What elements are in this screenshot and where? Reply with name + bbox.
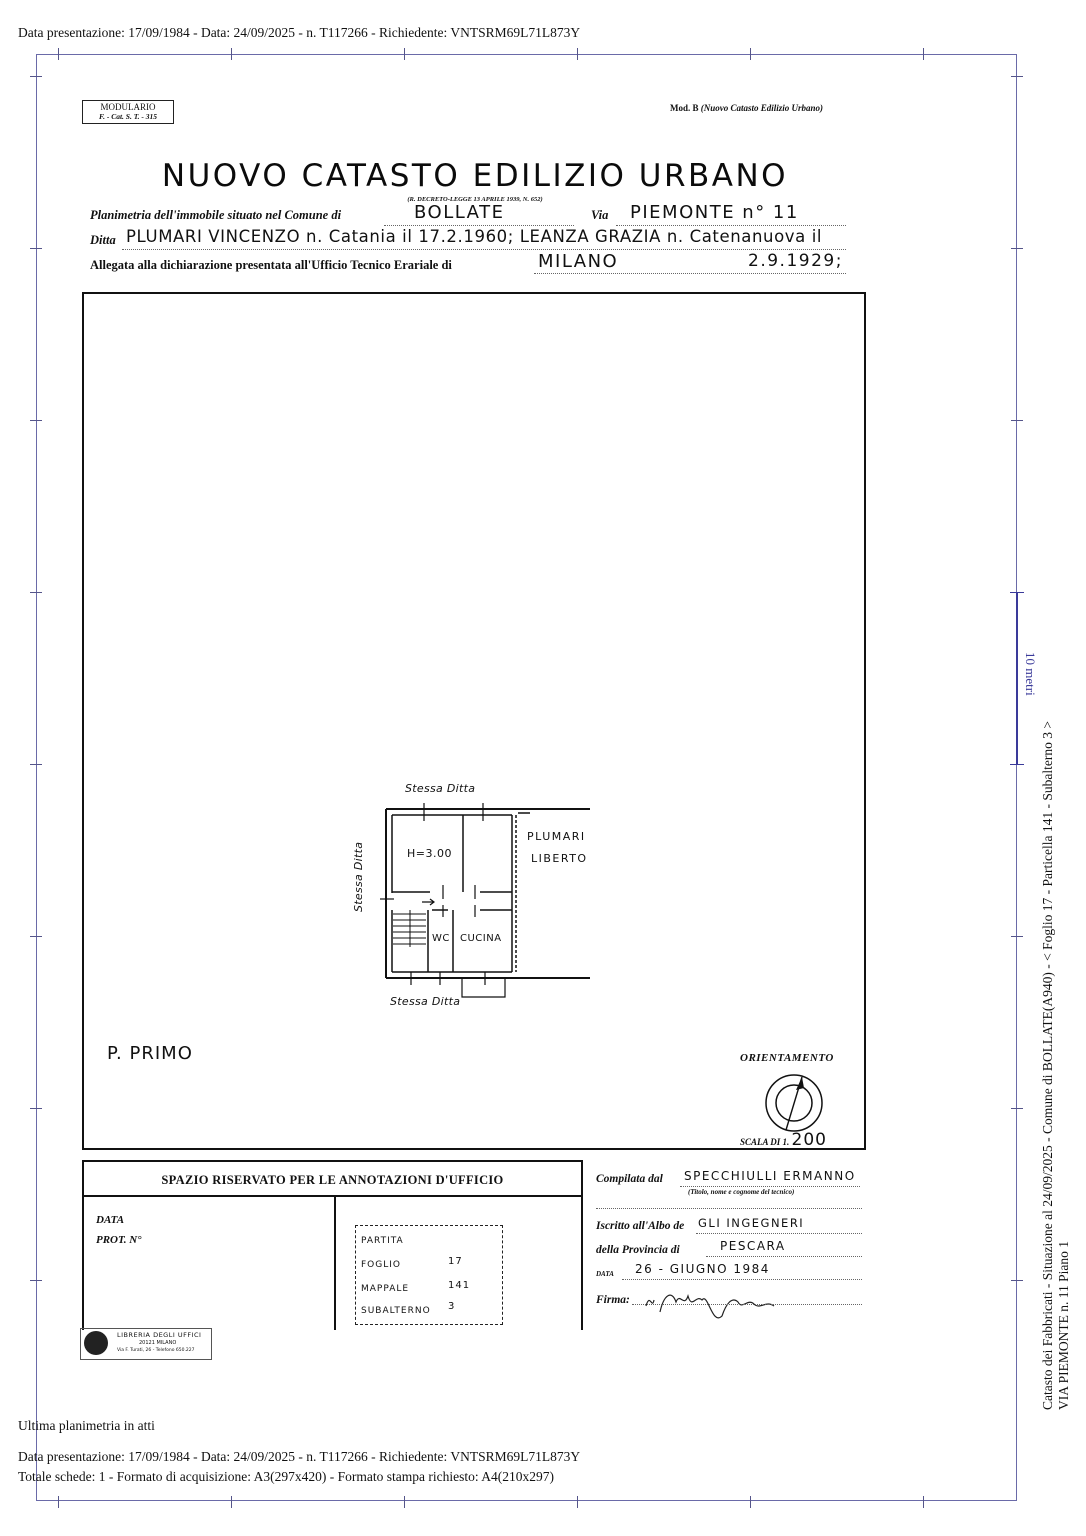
publisher-logo-icon — [84, 1331, 108, 1355]
cadastral-stamp: PARTITA FOGLIO 17 MAPPALE 141 SUBALTERNO… — [355, 1225, 503, 1325]
publisher-line1: LIBRERIA DEGLI UFFICI — [117, 1331, 202, 1339]
stamp-subalterno-label: SUBALTERNO — [361, 1306, 431, 1316]
plan-label-top: Stessa Ditta — [405, 782, 476, 795]
comune-value: BOLLATE — [414, 202, 505, 223]
scale-bar-cap-top — [1010, 592, 1024, 593]
ditta-label-text: Ditta — [90, 233, 116, 247]
albo-value: GLI INGEGNERI — [698, 1216, 805, 1230]
modulario-line1: MODULARIO — [100, 102, 156, 112]
provincia-label: della Provincia di — [596, 1244, 680, 1256]
via-value: PIEMONTE n° 11 — [630, 202, 799, 223]
plan-neighbor-line1: PLUMARI — [527, 830, 586, 843]
floor-label: P. PRIMO — [107, 1043, 193, 1064]
stamp-mappale-label: MAPPALE — [361, 1284, 410, 1294]
via-label: Via — [591, 208, 608, 223]
side-caption-line2: VIA PIEMONTE n. 11 Piano 1 — [1056, 1241, 1071, 1410]
model-label: Mod. B (Nuovo Catasto Edilizio Urbano) — [670, 103, 823, 113]
signature — [645, 1293, 775, 1319]
scale-bar-label: 10 metri — [1023, 652, 1038, 696]
stamp-foglio-value: 17 — [448, 1256, 463, 1267]
modulario-line2: F. - Cat. S. T. - 315 — [99, 112, 157, 121]
decree-reference: (R. DECRETO-LEGGE 13 APRILE 1939, N. 652… — [407, 196, 543, 203]
plan-kitchen-label: CUCINA — [460, 933, 502, 944]
scale-label-text: SCALA DI 1. — [740, 1137, 790, 1147]
model-suffix: (Nuovo Catasto Edilizio Urbano) — [700, 103, 824, 113]
comune-row: Planimetria dell'immobile situato nel Co… — [90, 208, 341, 223]
document-title: NUOVO CATASTO EDILIZIO URBANO — [161, 158, 789, 194]
plan-label-left: Stessa Ditta — [352, 841, 365, 912]
model-prefix: Mod. B — [670, 103, 699, 113]
modulario-box: MODULARIO F. - Cat. S. T. - 315 — [82, 100, 174, 124]
ditta-label: Ditta — [90, 233, 116, 248]
stamp-mappale-value: 141 — [448, 1280, 471, 1291]
scale-bar — [1016, 592, 1018, 764]
scale-bar-cap-bottom — [1010, 764, 1024, 765]
compilata-hint: (Titolo, nome e cognome del tecnico) — [688, 1188, 795, 1196]
plan-height-label: H=3.00 — [407, 847, 452, 860]
scale-value: 200 — [791, 1130, 827, 1150]
albo-label: Iscritto all'Albo de — [596, 1220, 685, 1232]
firma-label: Firma: — [596, 1294, 630, 1306]
allegata-label: Allegata alla dichiarazione presentata a… — [90, 258, 452, 272]
compilata-value: SPECCHIULLI ERMANNO — [684, 1169, 856, 1183]
plan-neighbor-line2: LIBERTO — [531, 852, 588, 865]
page-frame — [36, 54, 1017, 1501]
annotations-prot-label: PROT. N° — [96, 1234, 142, 1246]
scale-label: SCALA DI 1. 200 — [740, 1130, 827, 1150]
ufficio-date: 2.9.1929; — [748, 251, 843, 271]
footer-note: Ultima planimetria in atti — [18, 1418, 155, 1433]
orientation-label: ORIENTAMENTO — [740, 1052, 834, 1064]
stamp-subalterno-value: 3 — [448, 1301, 456, 1312]
floor-plan-drawing — [380, 803, 590, 998]
via-label-text: Via — [591, 208, 609, 222]
technician-data-label: DATA — [596, 1270, 614, 1278]
plan-wc-label: WC — [432, 933, 450, 944]
floor-plan-area — [82, 292, 866, 1150]
annotations-divider — [334, 1197, 336, 1330]
ditta-value: PLUMARI VINCENZO n. Catania il 17.2.1960… — [126, 227, 823, 246]
stamp-foglio-label: FOGLIO — [361, 1260, 401, 1270]
annotations-data-label: DATA — [96, 1214, 125, 1226]
annotations-title: SPAZIO RISERVATO PER LE ANNOTAZIONI D'UF… — [84, 1162, 581, 1197]
office-annotations-box: SPAZIO RISERVATO PER LE ANNOTAZIONI D'UF… — [82, 1160, 583, 1330]
provincia-value: PESCARA — [720, 1239, 786, 1253]
publisher-line2: 20121 MILANO — [139, 1340, 177, 1346]
footer-line1: Data presentazione: 17/09/1984 - Data: 2… — [18, 1449, 581, 1464]
header-line: Data presentazione: 17/09/1984 - Data: 2… — [18, 25, 581, 40]
comune-label: Planimetria dell'immobile situato nel Co… — [90, 208, 342, 222]
footer-line2: Totale schede: 1 - Formato di acquisizio… — [18, 1469, 554, 1484]
compilata-label: Compilata dal — [596, 1173, 663, 1185]
side-caption-line1: Catasto dei Fabbricati - Situazione al 2… — [1040, 721, 1055, 1410]
stamp-partita-label: PARTITA — [361, 1236, 404, 1246]
plan-label-bottom: Stessa Ditta — [390, 995, 461, 1008]
technician-data-value: 26 - GIUGNO 1984 — [635, 1262, 770, 1276]
compass-icon — [765, 1074, 823, 1132]
ufficio-value: MILANO — [538, 251, 619, 272]
publisher-stamp: LIBRERIA DEGLI UFFICI 20121 MILANO Via F… — [80, 1328, 212, 1360]
publisher-line3: Via F. Turati, 26 - Telefono 650.227 — [117, 1348, 195, 1353]
